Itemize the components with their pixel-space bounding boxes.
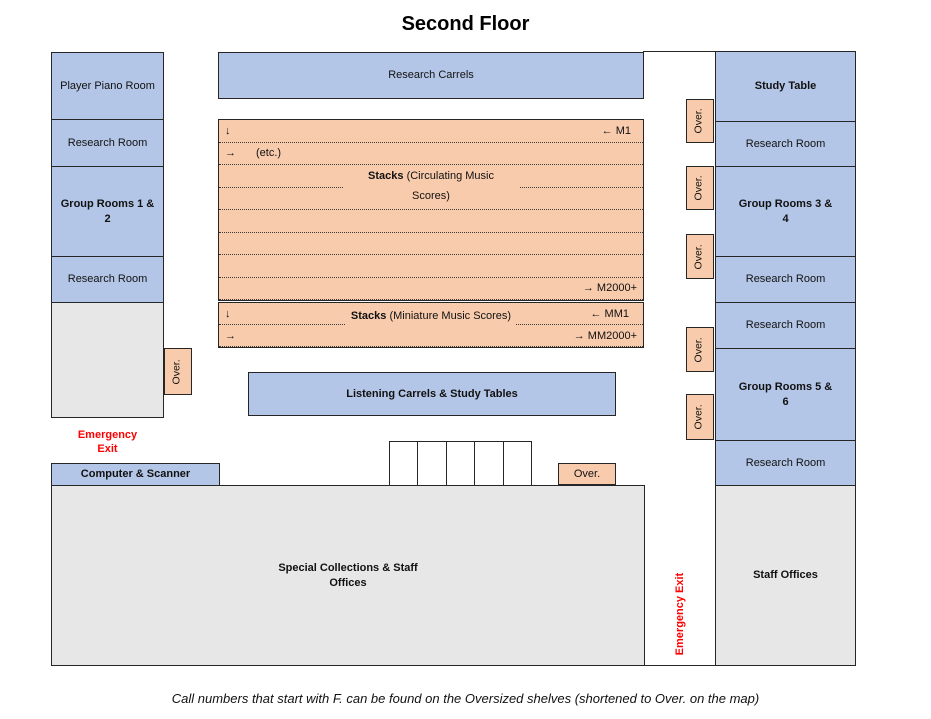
shelf-row: → M2000+ — [219, 278, 643, 300]
room-label: Research Room — [67, 273, 148, 286]
oversized-shelf-left: Over. — [164, 348, 192, 395]
special-collections-area: Special Collections & Staff Offices — [51, 485, 645, 666]
room-research-right-1: Research Room — [716, 121, 855, 166]
range-end-label: → MM2000+ — [573, 329, 637, 342]
room-label: Research Room — [745, 456, 826, 469]
oversized-shelf-corridor-4: Over. — [686, 327, 714, 372]
oversized-shelf-bottom: Over. — [558, 463, 616, 485]
oversized-shelf-corridor-3: Over. — [686, 234, 714, 279]
carrel-cell — [418, 441, 447, 486]
range-start-label: ← M1 — [601, 124, 631, 137]
room-label: Study Table — [754, 80, 817, 93]
room-group-rooms-1-2: Group Rooms 1 & 2 — [52, 166, 163, 256]
range-end-label: → M2000+ — [582, 282, 637, 295]
room-label: Group Rooms 1 & 2 — [60, 197, 155, 225]
room-research-left-2: Research Room — [52, 256, 163, 302]
shelf-row: → → MM2000+ — [219, 325, 643, 347]
carrel-cell — [446, 441, 476, 486]
page-title: Second Floor — [401, 13, 530, 35]
stacks-circulating: ↓ ← M1 → (etc.) → M2000+ Stacks (Circula… — [218, 119, 644, 301]
oversized-shelf-corridor-1: Over. — [686, 99, 714, 143]
shelf-row: ↓ ← MM1 — [219, 303, 643, 325]
oversized-shelf-label: Over. — [693, 175, 706, 201]
carrel-row — [389, 441, 533, 486]
room-research-right-3: Research Room — [716, 302, 855, 348]
map-footnote: Call numbers that start with F. can be f… — [171, 691, 760, 706]
shelf-row — [219, 188, 643, 210]
room-label: Player Piano Room — [60, 79, 155, 92]
computer-scanner-area: Computer & Scanner — [51, 463, 220, 486]
room-label: Group Rooms 5 & 6 — [738, 380, 833, 408]
down-arrow-icon: ↓ — [225, 124, 231, 137]
etc-label: (etc.) — [256, 147, 282, 160]
carrel-cell — [389, 441, 419, 486]
room-group-rooms-5-6: Group Rooms 5 & 6 — [716, 348, 855, 440]
oversized-shelf-label: Over. — [693, 243, 706, 270]
room-label: Research Room — [745, 273, 826, 286]
room-label: Research Room — [745, 137, 826, 150]
oversized-shelf-label: Over. — [171, 358, 184, 385]
oversized-shelf-label: Over. — [693, 336, 706, 363]
room-research-right-4: Research Room — [716, 440, 855, 485]
shelf-row: ↓ ← M1 — [219, 120, 643, 143]
room-label: Research Room — [745, 319, 826, 332]
carrel-cell — [503, 441, 533, 486]
oversized-shelf-label: Over. — [693, 108, 706, 134]
oversized-shelf-label: Over. — [573, 467, 601, 480]
corridor-top-wall — [643, 51, 716, 52]
room-label: Research Room — [67, 136, 148, 149]
carrel-cell — [475, 441, 504, 486]
right-arrow-icon: → — [225, 147, 236, 160]
shelf-row — [219, 255, 643, 278]
oversized-shelf-label: Over. — [693, 404, 706, 430]
shelf-row — [219, 233, 643, 255]
room-staff-offices: Staff Offices — [716, 485, 855, 665]
room-study-table: Study Table — [716, 52, 855, 121]
left-unlabeled-area — [52, 302, 163, 417]
research-carrels-area: Research Carrels — [218, 52, 644, 99]
room-group-rooms-3-4: Group Rooms 3 & 4 — [716, 166, 855, 256]
room-label: Group Rooms 3 & 4 — [738, 197, 833, 225]
corridor-bottom-wall — [643, 664, 716, 666]
room-label: Staff Offices — [753, 569, 818, 582]
listening-carrels-area: Listening Carrels & Study Tables — [248, 372, 616, 416]
shelf-row — [219, 210, 643, 233]
room-research-left-1: Research Room — [52, 119, 163, 166]
oversized-shelf-corridor-5: Over. — [686, 394, 714, 440]
room-research-right-2: Research Room — [716, 256, 855, 302]
shelf-row: → (etc.) — [219, 143, 643, 165]
range-start-label: ← MM1 — [590, 307, 630, 320]
oversized-shelf-corridor-2: Over. — [686, 166, 714, 210]
shelf-row — [219, 165, 643, 188]
right-wing-column: Study Table Research Room Group Rooms 3 … — [715, 51, 856, 666]
left-wing-column: Player Piano Room Research Room Group Ro… — [51, 52, 164, 418]
right-arrow-icon: → — [225, 329, 236, 342]
room-player-piano: Player Piano Room — [52, 53, 163, 119]
stacks-miniature: ↓ ← MM1 → → MM2000+ Stacks (Miniature Mu… — [218, 302, 644, 348]
down-arrow-icon: ↓ — [225, 307, 231, 320]
emergency-exit-left: Emergency Exit — [77, 428, 138, 455]
